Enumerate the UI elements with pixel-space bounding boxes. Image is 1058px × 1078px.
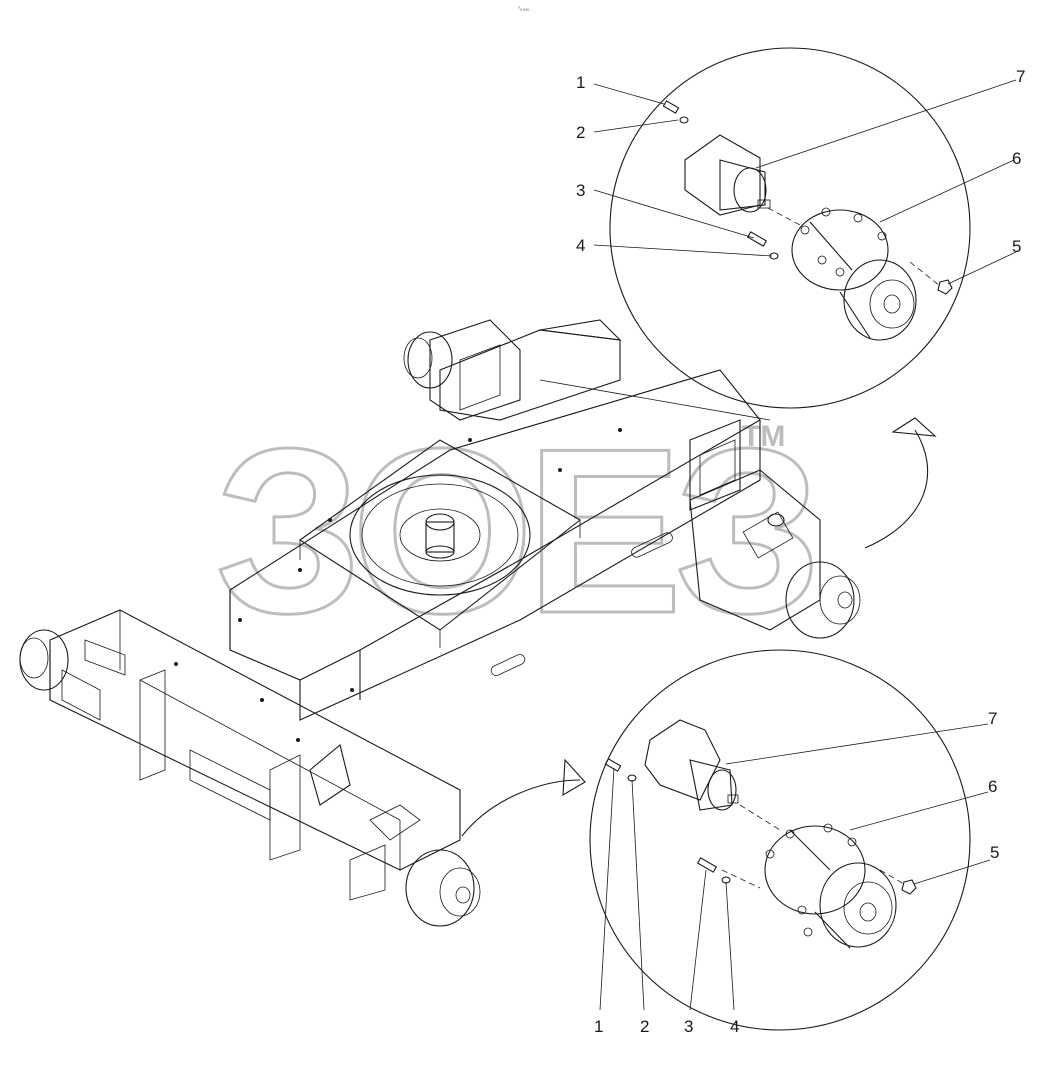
detail-top-motor (684, 134, 771, 216)
callout-7: 7 (988, 709, 997, 728)
callout-3: 3 (684, 1017, 693, 1036)
hub-right (785, 561, 861, 639)
detail-top-fasteners (662, 100, 953, 295)
detail-bottom-circle (589, 649, 971, 1031)
detail-bottom-motor (644, 719, 739, 811)
hub-front-left (19, 629, 69, 691)
callout-1: 1 (576, 73, 585, 92)
hub-front-right (405, 849, 481, 927)
arrow-to-bottom-detail (461, 779, 581, 837)
detail-bottom: 1 2 3 4 5 6 7 (589, 649, 999, 1036)
detail-bottom-hub (764, 823, 897, 949)
callout-7: 7 (1016, 67, 1025, 86)
callout-4: 4 (730, 1017, 739, 1036)
detail-bottom-fasteners (604, 758, 917, 895)
hub-rear-left (403, 331, 453, 389)
detail-top-circle (609, 47, 971, 409)
callout-1: 1 (594, 1017, 603, 1036)
arrow-to-top-detail (864, 429, 929, 549)
detail-top: 1 2 3 4 5 6 7 (576, 47, 1025, 409)
callout-5: 5 (990, 843, 999, 862)
callout-2: 2 (640, 1017, 649, 1036)
watermark-tm: TM (742, 420, 785, 453)
chassis-frame (19, 319, 937, 927)
callout-4: 4 (576, 236, 585, 255)
detail-top-hub (791, 207, 917, 341)
callout-3: 3 (576, 181, 585, 200)
header-mark: ⁰ₐ ₐₐₐ (518, 6, 529, 12)
callout-2: 2 (576, 123, 585, 142)
callout-5: 5 (1012, 237, 1021, 256)
callout-6: 6 (1012, 149, 1021, 168)
callout-6: 6 (988, 777, 997, 796)
